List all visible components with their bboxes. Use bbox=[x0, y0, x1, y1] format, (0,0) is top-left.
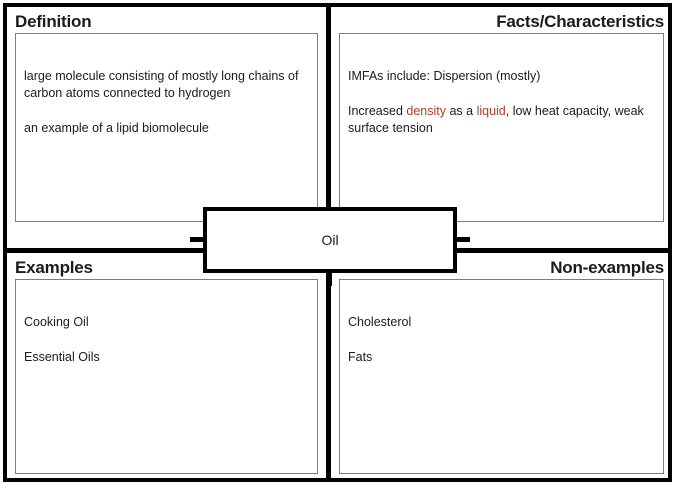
quadrant-examples-text: Cooking Oil Essential Oils bbox=[16, 280, 317, 366]
connector-left bbox=[190, 237, 206, 242]
non-examples-line-2: Fats bbox=[348, 350, 373, 364]
definition-line-2: an example of a lipid biomolecule bbox=[24, 121, 209, 135]
connector-right bbox=[454, 237, 470, 242]
facts-line-2-before: Increased bbox=[348, 104, 407, 118]
quadrant-definition-text: large molecule consisting of mostly long… bbox=[16, 34, 317, 137]
definition-line-1: large molecule consisting of mostly long… bbox=[24, 69, 299, 100]
quadrant-facts-panel: IMFAs include: Dispersion (mostly) Incre… bbox=[339, 33, 664, 222]
facts-line-2-middle: as a bbox=[445, 104, 477, 118]
quadrant-facts-text: IMFAs include: Dispersion (mostly) Incre… bbox=[340, 34, 663, 137]
center-concept-box: Oil bbox=[203, 207, 457, 273]
quadrant-examples-panel: Cooking Oil Essential Oils bbox=[15, 279, 318, 474]
quadrant-facts-heading: Facts/Characteristics bbox=[496, 12, 664, 31]
facts-line-2: Increased density as a liquid, low heat … bbox=[348, 103, 653, 137]
quadrant-examples-heading: Examples bbox=[15, 258, 93, 277]
facts-highlight-density: density bbox=[406, 104, 446, 118]
quadrant-non-examples-text: Cholesterol Fats bbox=[340, 280, 663, 366]
quadrant-non-examples-heading: Non-examples bbox=[550, 258, 664, 277]
quadrant-facts: Facts/Characteristics IMFAs include: Dis… bbox=[331, 7, 672, 248]
quadrant-examples: Examples Cooking Oil Essential Oils bbox=[7, 253, 326, 482]
quadrant-non-examples: Non-examples Cholesterol Fats bbox=[331, 253, 672, 482]
facts-line-1: IMFAs include: Dispersion (mostly) bbox=[348, 69, 541, 83]
non-examples-line-1: Cholesterol bbox=[348, 315, 412, 329]
examples-line-2: Essential Oils bbox=[24, 350, 100, 364]
connector-down bbox=[327, 270, 332, 286]
facts-highlight-liquid: liquid bbox=[476, 104, 506, 118]
examples-line-1: Cooking Oil bbox=[24, 315, 89, 329]
quadrant-definition-panel: large molecule consisting of mostly long… bbox=[15, 33, 318, 222]
quadrant-non-examples-panel: Cholesterol Fats bbox=[339, 279, 664, 474]
facts-line-2-after: , low heat capacity, weak surface tensio… bbox=[348, 104, 644, 135]
center-concept-label: Oil bbox=[321, 232, 339, 248]
quadrant-definition-heading: Definition bbox=[15, 12, 92, 31]
quadrant-definition: Definition large molecule consisting of … bbox=[7, 7, 326, 248]
